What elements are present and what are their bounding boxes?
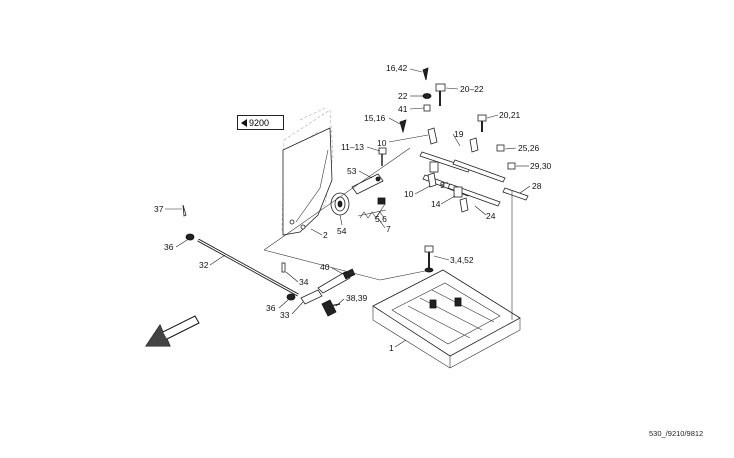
lever-40 xyxy=(317,268,356,294)
callout-32: 32 xyxy=(199,260,209,270)
washer-left xyxy=(185,233,195,241)
bracket-28 xyxy=(502,187,529,201)
callout-40: 40 xyxy=(320,262,330,272)
callout-25-26: 25,26 xyxy=(518,143,540,153)
callout-24: 24 xyxy=(486,211,496,221)
actuator-53 xyxy=(351,173,384,195)
side-plate xyxy=(282,127,333,236)
callout-19: 19 xyxy=(454,129,464,139)
bolt-11-13 xyxy=(378,147,387,166)
washer-lower xyxy=(286,293,296,301)
callout-14: 14 xyxy=(431,199,441,209)
callout-7: 7 xyxy=(386,224,391,234)
callout-20-21: 20,21 xyxy=(499,110,521,120)
long-shaft xyxy=(197,238,299,297)
main-frame xyxy=(372,269,521,369)
callout-9: 9 xyxy=(440,180,445,190)
callout-10-lower: 10 xyxy=(404,189,414,199)
back-arrow-icon xyxy=(241,119,247,127)
document-code: 530_/9210/9812 xyxy=(649,429,704,438)
callout-3-4-52: 3,4,52 xyxy=(450,255,474,265)
spacer-14 xyxy=(429,161,463,198)
callout-53: 53 xyxy=(347,166,357,176)
bolt-3-4-52 xyxy=(424,245,434,273)
callout-38-39: 38,39 xyxy=(346,293,368,303)
callout-labels: 16,42 22 20–22 41 20,21 15,16 10 19 25,2… xyxy=(154,63,552,353)
callout-54: 54 xyxy=(337,226,347,236)
callout-37: 37 xyxy=(154,204,164,214)
callout-41: 41 xyxy=(398,104,408,114)
callout-15-16: 15,16 xyxy=(364,113,386,123)
cotter-pin-37 xyxy=(182,204,187,217)
callout-28: 28 xyxy=(532,181,542,191)
bolt-33 xyxy=(300,289,323,305)
callout-29-30: 29,30 xyxy=(530,161,552,171)
callout-5-6: 5,6 xyxy=(375,214,387,224)
assembly-lines xyxy=(263,147,513,320)
callout-16-42: 16,42 xyxy=(386,63,408,73)
reference-label: 9200 xyxy=(249,118,270,128)
callout-33: 33 xyxy=(280,310,290,320)
leader-lines xyxy=(165,68,531,348)
callout-36-lower: 36 xyxy=(266,303,276,313)
callout-22: 22 xyxy=(398,91,408,101)
callout-20-22: 20–22 xyxy=(460,84,484,94)
bolt-38-39 xyxy=(321,299,341,317)
callout-10-upper: 10 xyxy=(377,138,387,148)
bracket-arms xyxy=(419,127,506,213)
pin-34 xyxy=(281,262,286,273)
top-hardware xyxy=(399,67,516,170)
callout-2: 2 xyxy=(323,230,328,240)
reference-box[interactable]: 9200 xyxy=(237,115,284,130)
callout-11-13: 11–13 xyxy=(341,142,364,152)
pulley-54 xyxy=(330,192,350,216)
callout-34: 34 xyxy=(299,277,309,287)
callout-1: 1 xyxy=(389,343,394,353)
direction-arrow xyxy=(145,315,200,347)
callout-36-upper: 36 xyxy=(164,242,174,252)
pin-5-6 xyxy=(377,197,386,205)
